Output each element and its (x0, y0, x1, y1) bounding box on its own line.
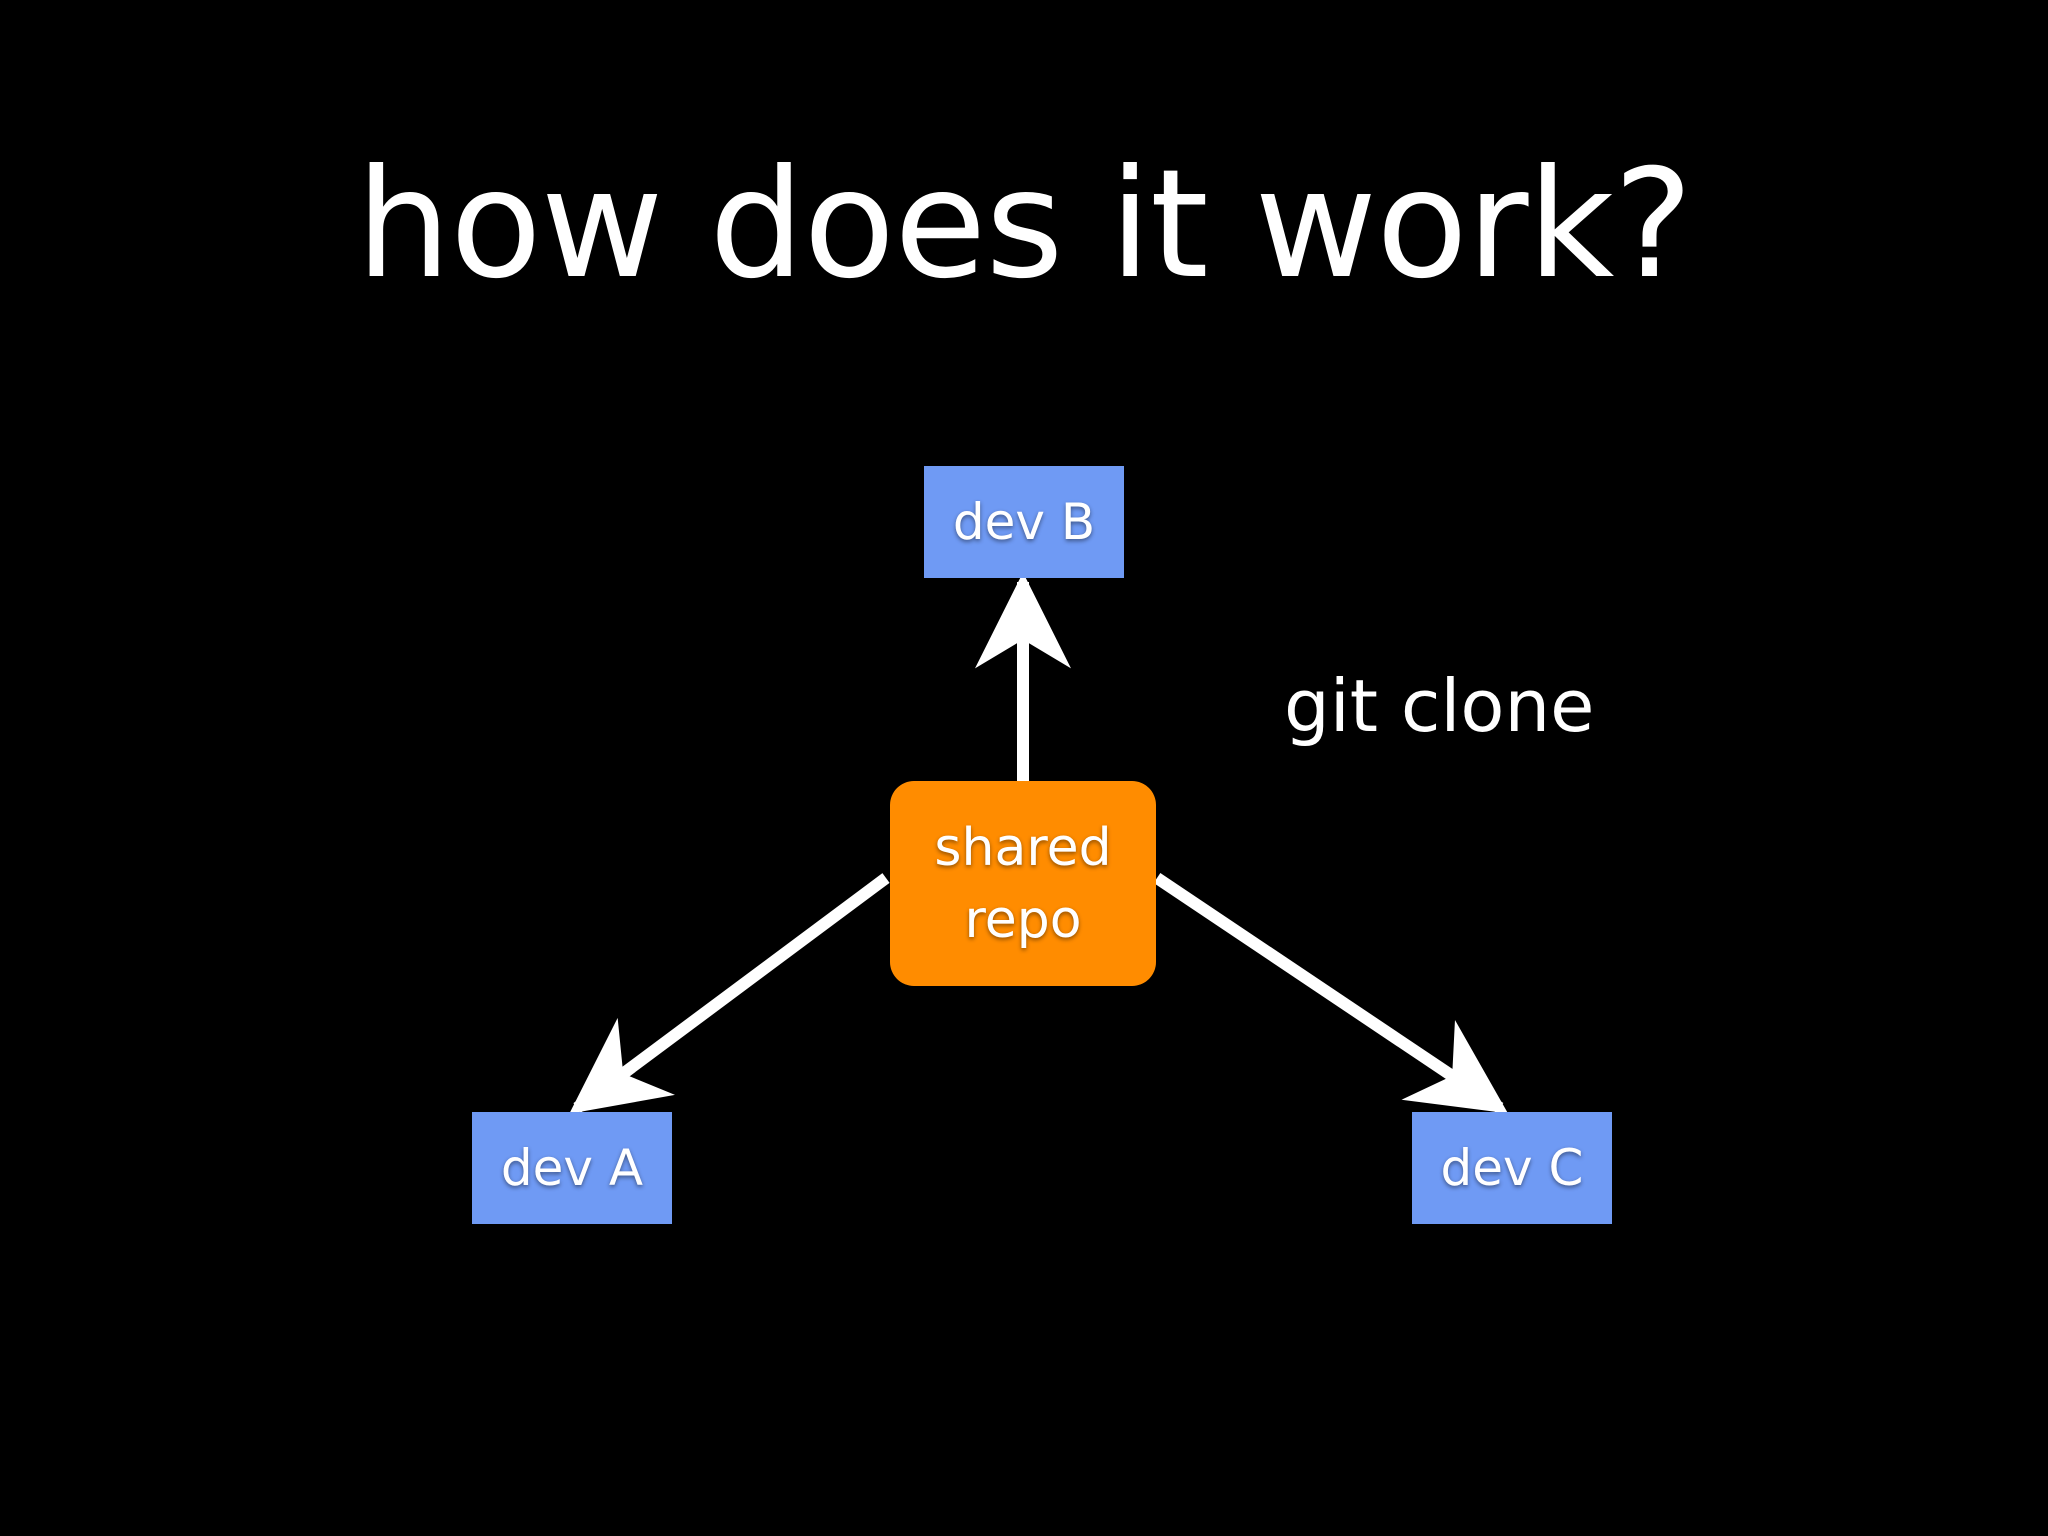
dev-b-label: dev B (952, 493, 1096, 551)
dev-c-node: dev C (1412, 1112, 1612, 1224)
shared-repo-label-line-1: shared (934, 817, 1112, 878)
dev-b-node: dev B (924, 466, 1124, 578)
dev-a-label: dev A (500, 1139, 644, 1197)
shared-repo-label-line-2: repo (964, 889, 1082, 950)
dev-a-node: dev A (472, 1112, 672, 1224)
arrow-to-dev-a (569, 873, 890, 1114)
slide-title: how does it work? (355, 138, 1693, 312)
shared-repo-node: shared repo (890, 781, 1156, 986)
git-clone-label: git clone (1284, 664, 1595, 748)
dev-c-label: dev C (1440, 1139, 1584, 1197)
arrow-to-dev-c (1153, 873, 1508, 1114)
